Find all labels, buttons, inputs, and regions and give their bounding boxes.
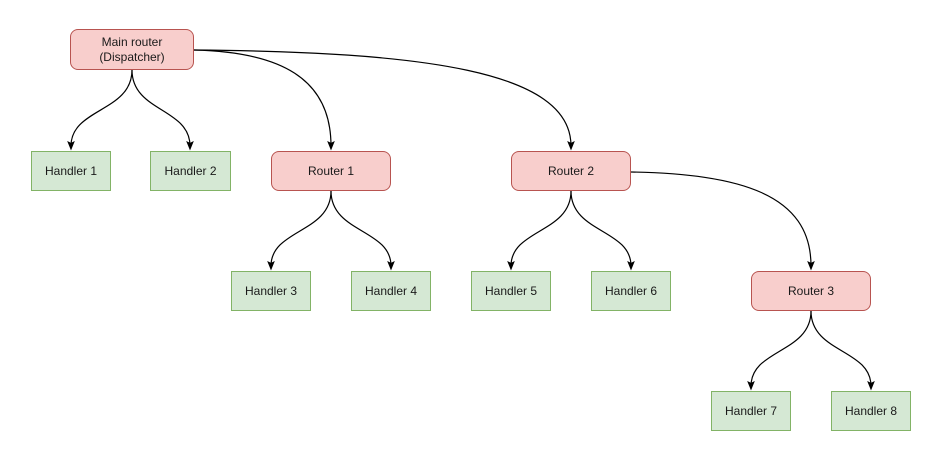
edge-router-2-to-handler-6 [570, 190, 635, 271]
node-handler-6[interactable]: Handler 6 [591, 271, 671, 311]
node-handler-4[interactable]: Handler 4 [351, 271, 431, 311]
node-label-main-router: Main router (Dispatcher) [99, 34, 165, 64]
edge-router-3-to-handler-7 [747, 310, 812, 391]
node-label-router-3: Router 3 [787, 283, 835, 298]
node-label-handler-1: Handler 1 [44, 163, 98, 178]
node-label-handler-4: Handler 4 [364, 283, 418, 298]
node-label-router-2: Router 2 [547, 163, 595, 178]
node-label-router-1: Router 1 [307, 163, 355, 178]
edge-router-2-to-router-3 [630, 171, 815, 271]
node-label-handler-6: Handler 6 [604, 283, 658, 298]
node-main-router[interactable]: Main router (Dispatcher) [70, 29, 194, 70]
node-handler-5[interactable]: Handler 5 [471, 271, 551, 311]
node-handler-1[interactable]: Handler 1 [31, 151, 111, 191]
node-label-handler-2: Handler 2 [164, 163, 217, 178]
node-label-handler-3: Handler 3 [244, 283, 298, 298]
edge-main-router-to-handler-2 [131, 69, 194, 151]
edge-main-router-to-handler-1 [67, 69, 133, 151]
edges-group [67, 49, 875, 391]
node-router-2[interactable]: Router 2 [511, 151, 631, 191]
node-handler-8[interactable]: Handler 8 [831, 391, 911, 431]
edge-router-1-to-handler-4 [330, 190, 395, 271]
node-label-handler-5: Handler 5 [484, 283, 538, 298]
node-handler-2[interactable]: Handler 2 [150, 151, 231, 191]
node-label-handler-7: Handler 7 [724, 403, 778, 418]
node-label-handler-8: Handler 8 [844, 403, 898, 418]
edge-main-router-to-router-1 [193, 49, 335, 151]
node-router-1[interactable]: Router 1 [271, 151, 391, 191]
node-handler-7[interactable]: Handler 7 [711, 391, 791, 431]
edge-router-2-to-handler-5 [507, 190, 572, 271]
node-handler-3[interactable]: Handler 3 [231, 271, 311, 311]
node-router-3[interactable]: Router 3 [751, 271, 871, 311]
edge-router-1-to-handler-3 [267, 190, 332, 271]
edge-router-3-to-handler-8 [810, 310, 875, 391]
edge-main-router-to-router-2 [193, 49, 575, 151]
